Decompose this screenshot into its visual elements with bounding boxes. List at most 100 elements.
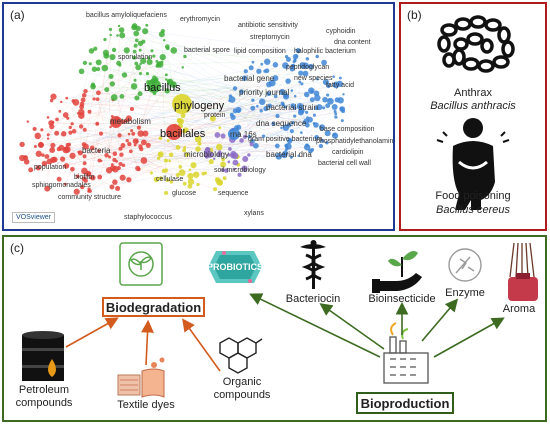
keyword: phosphatidylethanolamine — [316, 138, 395, 145]
network-node — [247, 153, 251, 157]
network-node — [155, 59, 159, 63]
network-node — [26, 120, 30, 123]
network-node — [314, 135, 320, 140]
network-node — [201, 171, 206, 176]
network-node — [23, 155, 27, 159]
network-node — [281, 103, 285, 107]
network-node — [73, 188, 80, 195]
network-node — [282, 124, 290, 131]
panel-c-label: (c) — [10, 241, 24, 255]
network-node — [146, 58, 153, 66]
network-node — [46, 137, 50, 140]
network-node — [121, 72, 128, 78]
food-poisoning-person-icon — [436, 118, 510, 210]
network-node — [314, 94, 321, 102]
network-node — [135, 64, 141, 71]
network-node — [159, 53, 166, 61]
network-node — [324, 130, 331, 137]
network-node — [44, 154, 50, 159]
network-node — [261, 134, 266, 138]
network-node — [76, 112, 80, 115]
network-node — [95, 97, 100, 102]
network-node — [227, 153, 231, 157]
network-node — [77, 150, 81, 154]
network-node — [334, 112, 338, 116]
network-node — [46, 116, 50, 119]
network-node — [54, 130, 60, 136]
network-node — [95, 121, 100, 126]
network-node — [162, 39, 166, 42]
network-node — [209, 115, 216, 122]
keyword: bacillus amyloliquefaciens — [86, 12, 167, 19]
network-node — [242, 134, 248, 140]
network-node — [152, 54, 156, 58]
keyword: population — [34, 164, 67, 171]
network-node — [96, 90, 101, 96]
arrow-aroma — [433, 317, 505, 358]
keyword: biofilm — [74, 174, 95, 181]
network-node — [168, 152, 174, 158]
network-node — [342, 93, 345, 96]
network-node — [109, 184, 115, 190]
network-node — [88, 62, 92, 66]
network-node — [272, 62, 279, 68]
applications-panel: (c) — [2, 235, 547, 422]
network-node — [109, 81, 115, 87]
network-node — [86, 171, 91, 176]
keyword: cellulase — [156, 176, 184, 183]
network-node — [289, 155, 293, 159]
network-node — [315, 54, 319, 59]
network-node — [65, 143, 70, 148]
network-node — [138, 48, 142, 52]
organic-compound-icon — [219, 337, 263, 374]
network-node — [196, 182, 200, 187]
arrow-probiotics — [249, 293, 381, 358]
network-node — [81, 176, 87, 182]
network-node — [117, 133, 122, 138]
network-node — [63, 182, 67, 186]
network-node — [214, 132, 221, 138]
network-node — [297, 154, 300, 157]
network-node — [340, 119, 344, 123]
keyword: bacterial spore — [184, 47, 230, 54]
network-node — [264, 58, 271, 65]
network-node — [194, 135, 202, 143]
network-node — [140, 139, 147, 146]
network-node — [266, 91, 272, 96]
network-node — [302, 121, 306, 125]
network-node — [243, 69, 248, 74]
network-node — [232, 86, 238, 91]
network-node — [299, 62, 306, 69]
network-node — [283, 105, 287, 109]
network-node — [280, 126, 283, 130]
keyword-metabolism: metabolism — [110, 117, 151, 126]
pathogen-icons — [436, 15, 515, 210]
keyword: community structure — [58, 194, 122, 201]
network-hub-node — [147, 79, 161, 93]
network-node — [83, 88, 88, 94]
network-node — [78, 124, 84, 129]
network-node — [229, 112, 234, 117]
network-node — [33, 145, 37, 148]
network-node — [212, 157, 216, 160]
network-node — [50, 93, 57, 100]
network-node — [110, 94, 118, 101]
network-node — [298, 107, 305, 114]
biodegradation-icon — [119, 242, 163, 286]
network-node — [178, 165, 183, 169]
network-node — [116, 165, 121, 171]
network-node — [158, 136, 163, 141]
network-node — [328, 98, 331, 101]
network-node — [251, 98, 255, 102]
network-node — [139, 146, 144, 152]
network-node — [228, 147, 232, 151]
network-node — [41, 153, 45, 157]
network-node — [129, 107, 135, 112]
network-node — [60, 131, 67, 137]
network-node — [108, 155, 112, 159]
network-node — [38, 142, 44, 148]
network-node — [133, 43, 138, 48]
network-node — [312, 113, 317, 117]
network-node — [182, 181, 187, 186]
network-node — [187, 178, 195, 185]
